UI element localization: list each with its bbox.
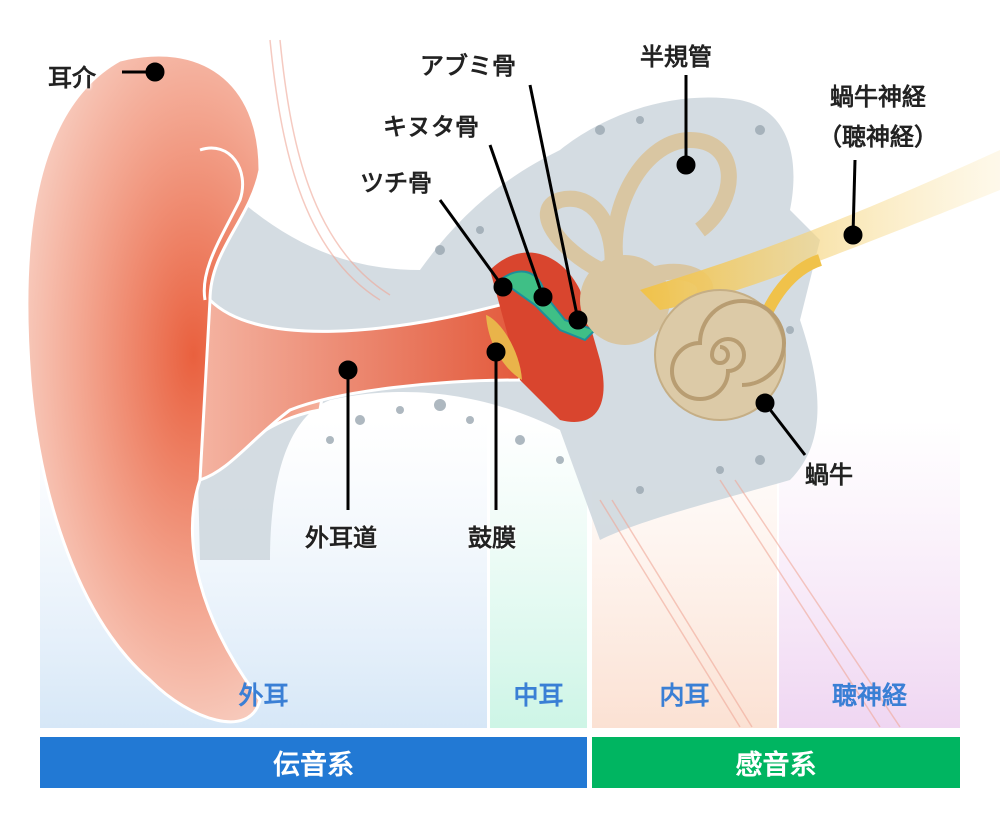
label-eardrum: 鼓膜	[468, 524, 516, 552]
auditory-nerve-shape	[640, 150, 1000, 310]
vestibule	[580, 255, 670, 345]
label-incus: キヌタ骨	[383, 113, 479, 141]
ear-canal-shape	[198, 296, 522, 483]
conductive-system-bar: 伝音系	[40, 737, 587, 788]
label-ear-canal: 外耳道	[305, 524, 377, 552]
leader-lines	[122, 62, 863, 510]
region-outer-ear: 外耳	[238, 681, 289, 710]
middle-ear-region-bg	[490, 420, 587, 728]
label-stapes: アブミ骨	[420, 52, 516, 80]
skin-layers	[269, 39, 901, 728]
region-middle-ear: 中耳	[513, 681, 564, 710]
cochlea-spiral	[670, 299, 786, 401]
cochlea-shape	[654, 289, 786, 421]
label-malleus: ツチ骨	[360, 169, 432, 197]
region-inner-ear: 内耳	[659, 681, 710, 710]
pinna	[25, 53, 332, 724]
middle-ear-cavity	[490, 252, 604, 422]
label-cochlea: 蝸牛	[805, 461, 853, 489]
label-auditory-nerve: （聴神経）	[818, 123, 938, 151]
label-pinna: 耳介	[48, 64, 96, 92]
sensorineural-system-bar: 感音系	[592, 737, 960, 788]
label-cochlear-nerve: 蝸牛神経	[830, 83, 926, 111]
pinna-inner	[199, 146, 245, 301]
nerve-region-bg	[779, 420, 960, 728]
bone-pores	[326, 116, 794, 494]
label-semicircular-canals: 半規管	[640, 43, 712, 71]
region-auditory-nerve: 聴神経	[831, 681, 907, 710]
